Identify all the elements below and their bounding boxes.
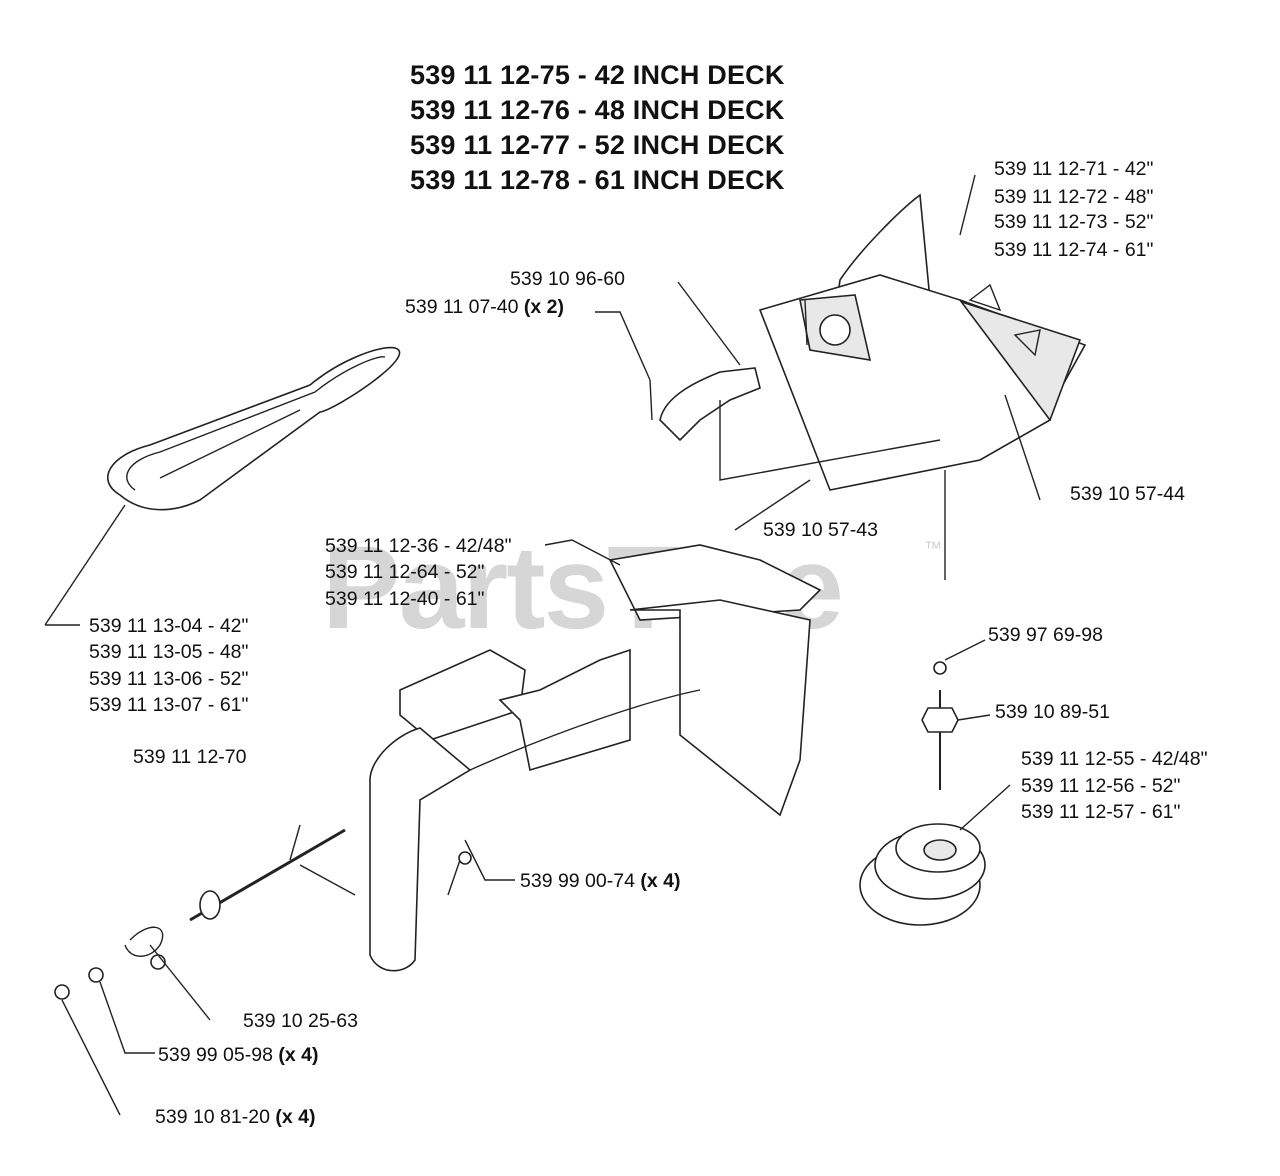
part-label: 539 11 12-55 - 42/48": [1021, 748, 1208, 770]
part-label: 539 11 12-73 - 52": [994, 211, 1154, 233]
part-label: 539 11 07-40 (x 2): [405, 296, 565, 318]
part-label: 539 10 57-43: [763, 519, 878, 541]
part-label: 539 11 12-40 - 61": [325, 588, 485, 610]
part-label: 539 10 81-20 (x 4): [155, 1106, 316, 1128]
trademark-symbol: ™: [924, 538, 942, 558]
tension-rod-drawing: [54, 828, 356, 1000]
part-label: 539 99 05-98 (x 4): [158, 1044, 319, 1066]
title-line-1: 539 11 12-75 - 42 INCH DECK: [410, 60, 785, 90]
part-label: 539 11 13-06 - 52": [89, 668, 249, 690]
part-label: 539 99 00-74 (x 4): [520, 870, 681, 892]
drive-belt-drawing: [107, 346, 400, 511]
part-label: 539 11 13-07 - 61": [89, 694, 249, 716]
title-line-4: 539 11 12-78 - 61 INCH DECK: [410, 165, 785, 195]
part-label: 539 97 69-98: [988, 624, 1103, 646]
part-label: 539 11 12-74 - 61": [994, 239, 1154, 261]
part-label: 539 11 13-05 - 48": [89, 641, 249, 663]
bolt-drawings: [447, 661, 959, 896]
mounting-plate-drawing: [369, 544, 822, 972]
part-label: 539 11 13-04 - 42": [89, 615, 249, 637]
part-label: 539 11 12-70: [133, 746, 247, 768]
part-label: 539 11 12-56 - 52": [1021, 775, 1181, 797]
part-label: 539 10 96-60: [510, 268, 625, 290]
belt-cover-drawing: [758, 193, 1087, 491]
title-line-3: 539 11 12-77 - 52 INCH DECK: [410, 130, 785, 160]
part-label: 539 11 12-64 - 52": [325, 561, 485, 583]
title-line-2: 539 11 12-76 - 48 INCH DECK: [410, 95, 785, 125]
idler-arm-drawing: [649, 299, 941, 481]
part-label: 539 11 12-71 - 42": [994, 158, 1154, 180]
part-label: 539 10 25-63: [243, 1010, 358, 1032]
leader-lines: [44, 174, 1041, 1116]
part-label: 539 10 57-44: [1070, 483, 1185, 505]
part-label: 539 11 12-57 - 61": [1021, 801, 1181, 823]
part-label: 539 11 12-72 - 48": [994, 186, 1154, 208]
part-label: 539 11 12-36 - 42/48": [325, 535, 512, 557]
part-label: 539 10 89-51: [995, 701, 1110, 723]
pulley-drawing: [859, 823, 986, 926]
